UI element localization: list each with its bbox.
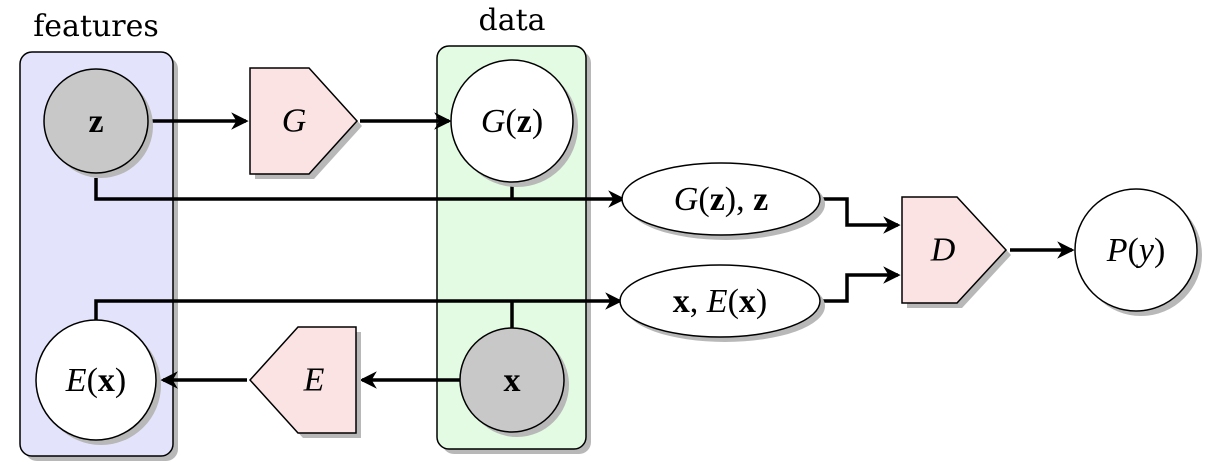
node-gz-label: G(z) (481, 103, 543, 140)
node-ex: E(x) (35, 319, 161, 445)
node-z-circle (43, 68, 149, 174)
edge-pair-gz-z-to-discriminator (818, 197, 901, 234)
edges (94, 112, 1075, 389)
discriminator-block-label: D (930, 232, 956, 269)
pair-x-ex-ellipse (619, 264, 821, 338)
edge-ex-to-pair-x-ex (94, 292, 623, 320)
node-py: P(y) (1074, 188, 1202, 316)
encoder-block: E (248, 326, 361, 438)
node-x-label: x (504, 362, 521, 399)
generator-block-shape (249, 67, 359, 175)
generator-block: G (249, 67, 362, 179)
node-gz: G(z) (450, 59, 578, 187)
generator-block-label: G (282, 103, 307, 140)
node-gz-circle (450, 59, 574, 183)
data-plate-label: data (478, 3, 545, 38)
node-py-circle (1074, 188, 1198, 312)
node-z-label: z (88, 103, 103, 140)
discriminator-block-shape (901, 196, 1008, 304)
edge-pair-x-ex-to-discriminator (818, 266, 901, 303)
node-z: z (43, 68, 153, 178)
discriminator-block: D (901, 196, 1011, 308)
edge-z-to-pair-gz-z (94, 178, 626, 208)
node-ex-circle (35, 319, 157, 441)
node-ex-label: E(x) (65, 362, 126, 399)
pair-gz-z-label: G(z), z (674, 181, 768, 218)
node-py-label: P(y) (1106, 232, 1166, 269)
pair-x-ex-label: x, E(x) (673, 283, 767, 320)
pair-x-ex: x, E(x) (619, 264, 825, 342)
encoder-block-shape (248, 326, 357, 434)
node-x-circle (459, 327, 565, 433)
pair-gz-z-ellipse (621, 162, 821, 236)
features-plate-label: features (33, 9, 159, 44)
node-x: x (459, 327, 569, 437)
pair-gz-z: G(z), z (621, 162, 825, 240)
encoder-block-label: E (303, 362, 325, 399)
